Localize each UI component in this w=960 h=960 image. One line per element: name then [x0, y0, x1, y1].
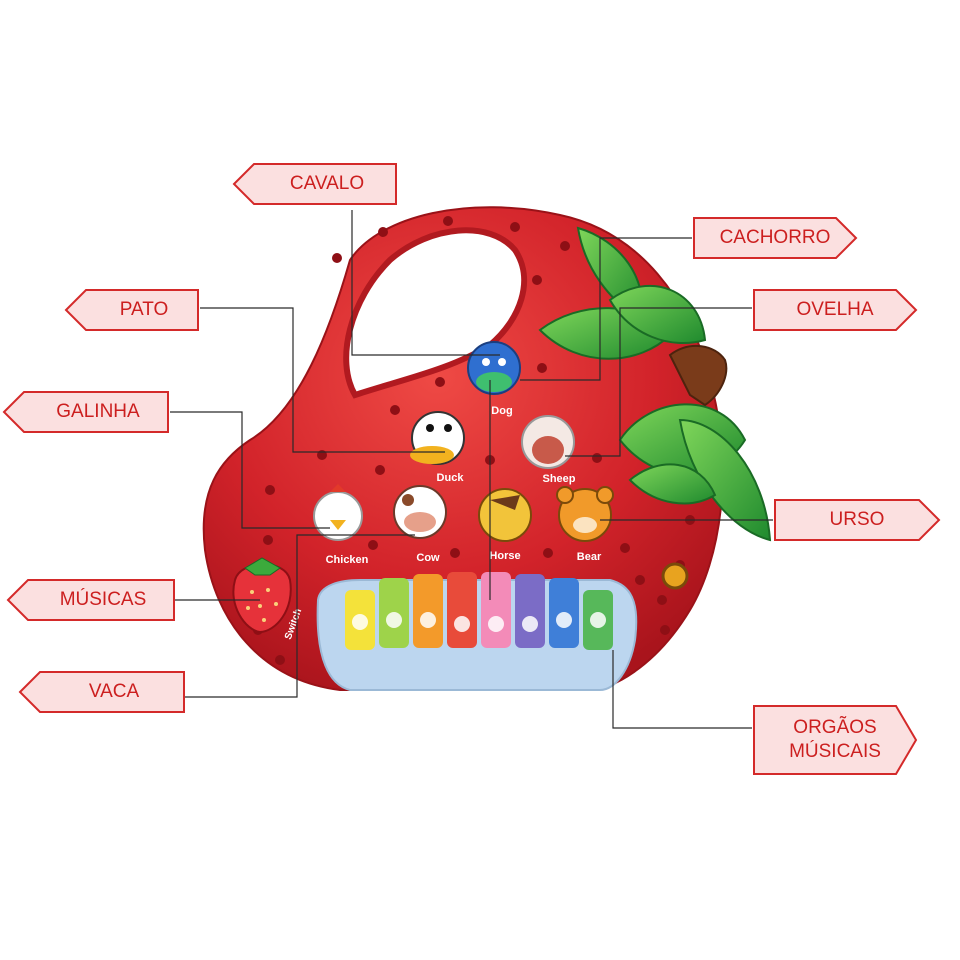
bear-face-icon [556, 486, 614, 542]
callout-pato: PATO [64, 288, 200, 332]
bear-label: Bear [577, 551, 602, 563]
callout-musicas: MÚSICAS [6, 578, 176, 622]
horse-label: Horse [489, 550, 520, 562]
cow-face-icon [393, 485, 447, 539]
callout-ovelha-text: OVELHA [796, 299, 874, 321]
sheep-label: Sheep [542, 473, 575, 485]
callout-orgaos-line1: ORGÃOS [793, 717, 877, 739]
callout-cavalo: CAVALO [232, 162, 398, 206]
strawberry-icon [232, 557, 292, 634]
cow-label: Cow [416, 552, 440, 564]
leader-lines [170, 210, 773, 729]
callout-pato-text: PATO [119, 299, 169, 321]
callout-cavalo-text: CAVALO [289, 173, 365, 195]
callout-cachorro: CACHORRO [692, 216, 858, 260]
stem [668, 344, 728, 407]
sheep-face-icon [521, 415, 575, 469]
callout-vaca-text: VACA [88, 681, 140, 703]
callout-galinha: GALINHA [2, 390, 170, 434]
callout-vaca: VACA [18, 670, 186, 714]
indicator-light [661, 562, 689, 590]
piano-keys [345, 572, 613, 650]
callout-urso: URSO [773, 498, 941, 542]
duck-label: Duck [437, 472, 465, 484]
callout-musicas-text: MÚSICAS [59, 589, 147, 611]
horse-face-icon [478, 488, 532, 542]
dog-label: Dog [491, 405, 512, 417]
handle-opening [343, 227, 527, 399]
callout-galinha-text: GALINHA [56, 401, 140, 423]
callout-orgaos-musicais: ORGÃOS MÚSICAIS [752, 704, 918, 776]
callout-cachorro-text: CACHORRO [719, 227, 831, 249]
duck-face-icon [410, 411, 465, 465]
chicken-label: Chicken [326, 554, 369, 566]
callout-ovelha: OVELHA [752, 288, 918, 332]
leaves [538, 226, 772, 542]
dog-face-icon [467, 341, 521, 395]
callout-orgaos-line2: MÚSICAIS [789, 741, 881, 762]
callout-urso-text: URSO [829, 509, 885, 531]
